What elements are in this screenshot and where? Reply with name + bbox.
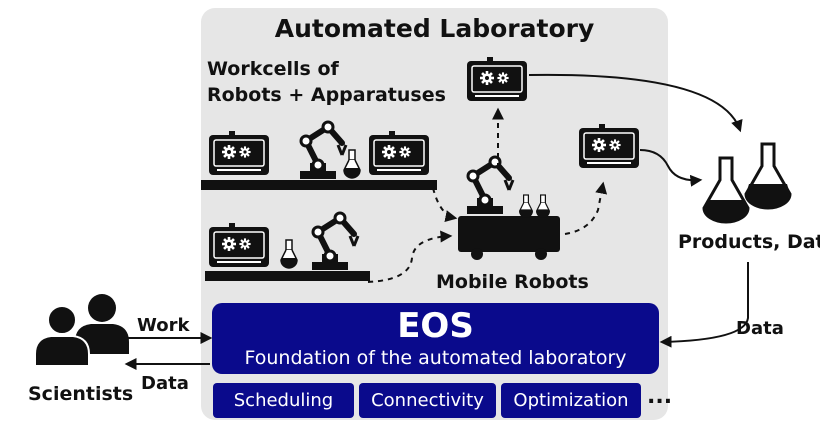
workbench-2 — [205, 271, 370, 281]
robot-arm-icon — [300, 122, 346, 179]
flask-icon — [536, 194, 551, 219]
eos-subtitle: Foundation of the automated laboratory — [244, 347, 627, 369]
workcells-title: Workcells of Robots + Apparatuses — [207, 56, 446, 108]
workcell-row-2 — [205, 213, 370, 281]
solid-flows — [124, 73, 749, 370]
workcells-title-line2: Robots + Apparatuses — [207, 84, 446, 106]
mobile-robots-label: Mobile Robots — [436, 271, 589, 293]
apparatus-icon — [209, 223, 269, 267]
apparatus-icon — [209, 131, 269, 175]
products-data-label: Products, Data — [678, 231, 820, 253]
robot-arm-icon — [312, 213, 358, 270]
apparatus-icon — [579, 124, 639, 168]
robot-arm-icon — [467, 157, 513, 214]
eos-box: EOS Foundation of the automated laborato… — [212, 303, 659, 374]
flask-icon — [518, 194, 533, 219]
dashed-flows — [367, 107, 608, 283]
data-to-scientists-label: Data — [141, 373, 189, 394]
flask-icon — [280, 239, 298, 269]
module-connectivity: Connectivity — [359, 383, 496, 418]
data-to-eos-label: Data — [736, 318, 784, 339]
scientists-label: Scientists — [28, 383, 134, 405]
flask-icon — [343, 149, 361, 179]
module-scheduling: Scheduling — [213, 383, 354, 418]
mobile-robot-icon — [458, 216, 560, 252]
workcell-row-1 — [201, 122, 437, 190]
product-flasks — [702, 142, 792, 224]
workcells-title-line1: Workcells of — [207, 58, 339, 80]
eos-title: EOS — [397, 306, 474, 346]
more-modules-ellipsis: ... — [647, 384, 673, 409]
lab-title: Automated Laboratory — [274, 14, 595, 43]
scientists-icon — [34, 294, 129, 367]
apparatus-icon — [467, 57, 527, 101]
workbench-1 — [201, 180, 437, 190]
mobile-robot — [458, 157, 560, 260]
work-label: Work — [137, 315, 190, 336]
module-optimization: Optimization — [501, 383, 641, 418]
apparatus-icon — [369, 131, 429, 175]
